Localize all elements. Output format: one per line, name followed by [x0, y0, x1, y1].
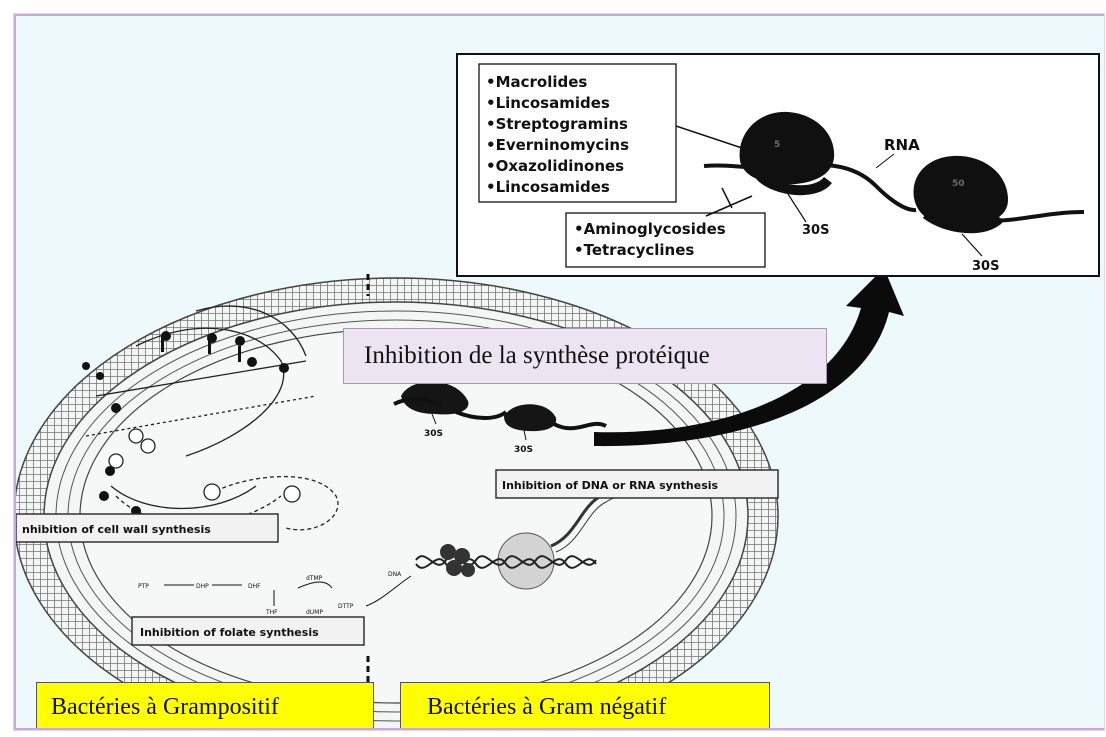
folate-pathway [164, 575, 412, 607]
folate-label: Inhibition of folate synthesis [140, 626, 319, 639]
gram-positive-label: Bactéries à Grampositif [36, 682, 374, 728]
protein-synthesis-label: Inhibition de la synthèse protéique [343, 328, 827, 384]
drug-everninomycins: •Everninomycins [486, 136, 629, 154]
cell-wall-box: nhibition of cell wall synthesis [16, 513, 279, 543]
ribosome-2-50s-label: 50 [952, 179, 965, 189]
drug-lincosamides-2: •Lincosamides [486, 178, 610, 196]
pathway-dttp: DTTP [338, 603, 354, 610]
peptidoglycan-pathway [85, 305, 339, 531]
figure-frame: 30S 30S PTP DHP DHF THF dTMP dUMP DTTP D… [14, 14, 1104, 730]
rna-label: RNA [884, 136, 920, 154]
curved-arrow [594, 268, 904, 447]
pathway-dtmp: dTMP [306, 575, 323, 582]
folate-box: Inhibition of folate synthesis [131, 616, 365, 646]
drug-oxazolidinones: •Oxazolidinones [486, 157, 624, 175]
dna-rna-label: Inhibition of DNA or RNA synthesis [502, 479, 719, 492]
cell-ribosome-30s-label-a: 30S [424, 429, 443, 439]
pathway-dna: DNA [388, 571, 402, 578]
cell-ribosome-30s-label-b: 30S [514, 445, 533, 455]
drug-macrolides: •Macrolides [486, 73, 587, 91]
drug-tetracyclines: •Tetracyclines [574, 241, 694, 259]
pathway-dhf: DHF [248, 583, 261, 590]
drug-aminoglycosides: •Aminoglycosides [574, 220, 726, 238]
ribosome-1-30s-label: 30S [802, 223, 829, 238]
pathway-dhp: DHP [196, 583, 209, 590]
drug-streptogramins: •Streptogramins [486, 115, 628, 133]
protein-synthesis-inset [456, 53, 1100, 277]
gram-negative-label: Bactéries à Gram négatif [400, 682, 770, 728]
pathway-ptp: PTP [138, 583, 149, 590]
antibiotic-targets-diagram: 30S 30S PTP DHP DHF THF dTMP dUMP DTTP D… [16, 53, 1100, 728]
pathway-thf: THF [265, 609, 278, 616]
membrane-proteins [82, 331, 289, 516]
dna-region [415, 486, 637, 590]
ribosome-1-50s-label: 5 [774, 140, 780, 150]
cell-wall-label: nhibition of cell wall synthesis [22, 523, 211, 536]
ribosome-2-30s-label: 30S [972, 259, 999, 274]
pathway-dump: dUMP [306, 609, 323, 616]
cell-ribosomes: 30S 30S [393, 381, 607, 455]
drug-lincosamides: •Lincosamides [486, 94, 610, 112]
dna-rna-box: Inhibition of DNA or RNA synthesis [495, 469, 779, 499]
